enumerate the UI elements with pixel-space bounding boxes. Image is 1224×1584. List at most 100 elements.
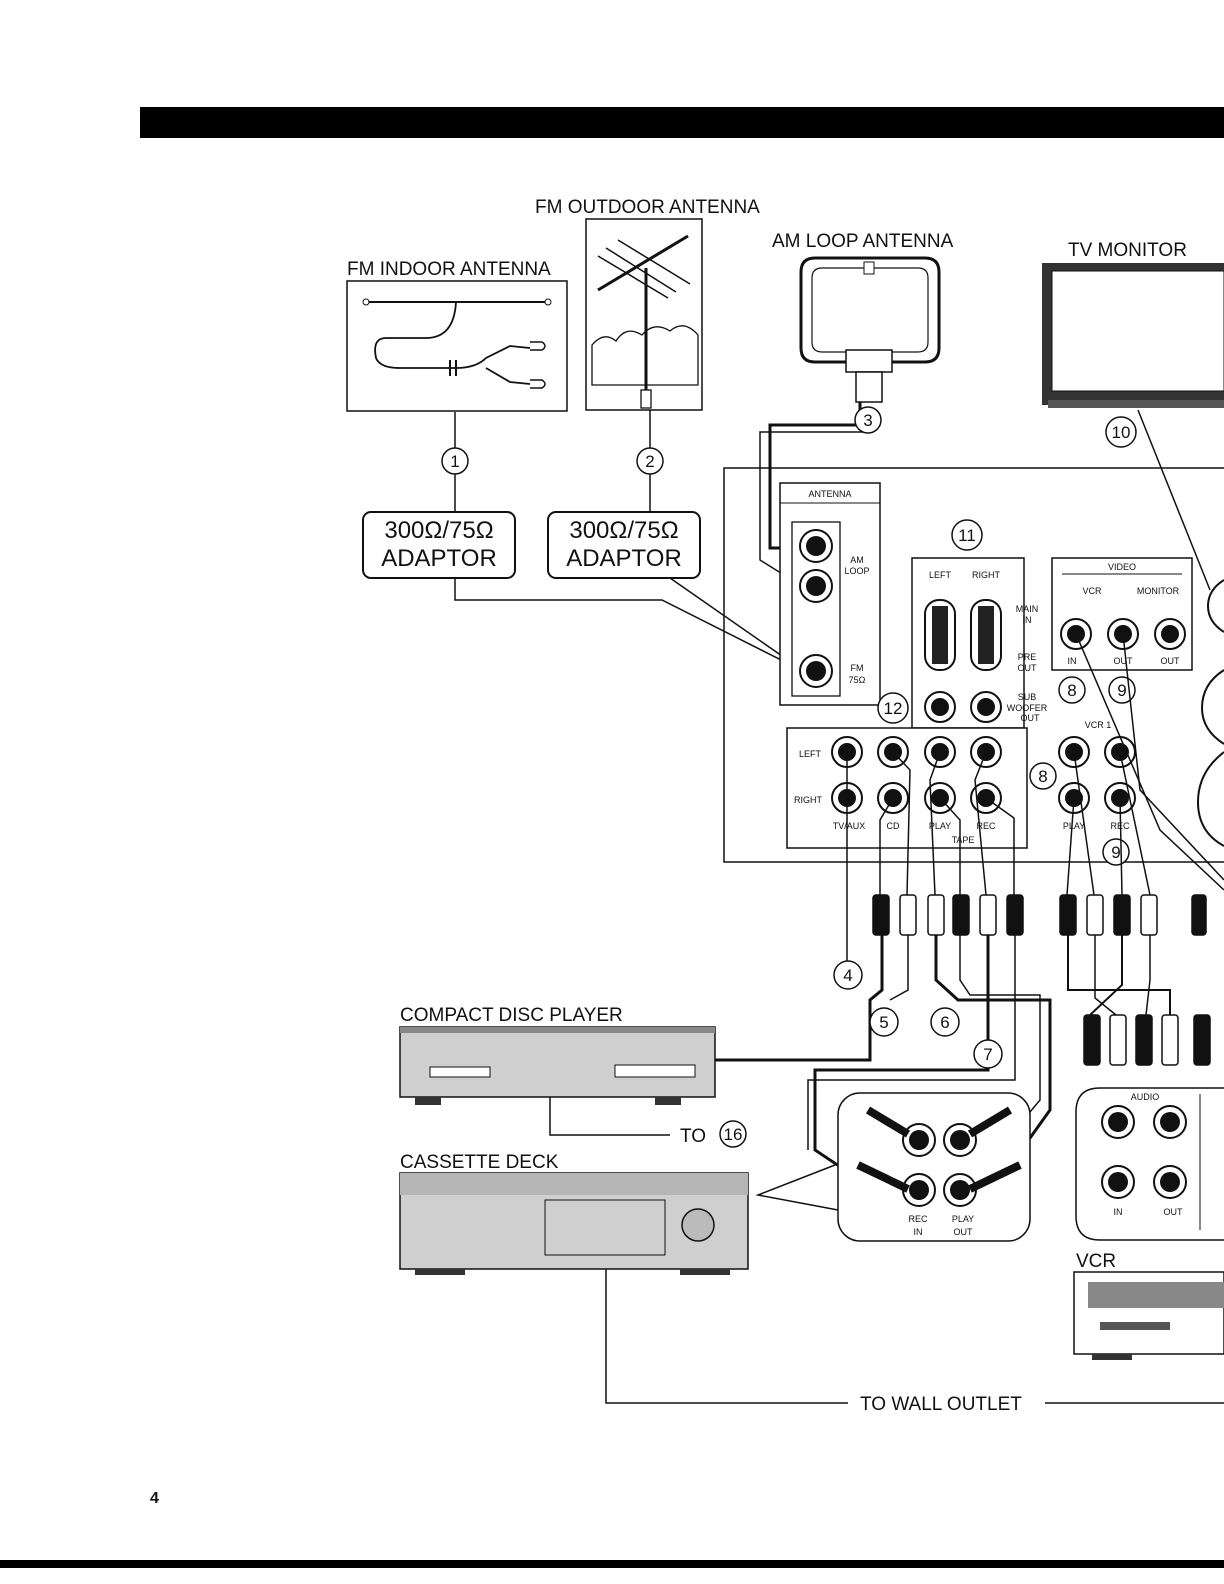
svg-text:9: 9 bbox=[1111, 843, 1120, 862]
callout-1: 1 bbox=[441, 447, 469, 475]
compact-disc-player-illustration bbox=[399, 1026, 716, 1105]
am-loop-label: AM LOOP ANTENNA bbox=[772, 231, 954, 252]
svg-text:MONITOR: MONITOR bbox=[1137, 586, 1180, 596]
svg-text:11: 11 bbox=[958, 526, 976, 545]
svg-text:2: 2 bbox=[645, 452, 654, 471]
svg-text:1: 1 bbox=[450, 452, 459, 471]
svg-text:OUT: OUT bbox=[1161, 656, 1181, 666]
svg-text:3: 3 bbox=[863, 411, 872, 430]
svg-text:IN: IN bbox=[1023, 615, 1032, 625]
svg-text:8: 8 bbox=[1038, 767, 1047, 786]
input-jack-block: LEFT RIGHT TV/AUX CD PLAY REC TAPE bbox=[786, 727, 1028, 849]
callout-9-lower: 9 bbox=[1102, 838, 1130, 866]
svg-text:PLAY: PLAY bbox=[952, 1214, 974, 1224]
svg-text:VIDEO: VIDEO bbox=[1108, 562, 1136, 572]
svg-text:75Ω: 75Ω bbox=[849, 675, 866, 685]
callout-6: 6 bbox=[930, 1007, 960, 1037]
audio-cables bbox=[846, 633, 1224, 962]
page-number: 4 bbox=[150, 1490, 159, 1507]
svg-text:300Ω/75Ω: 300Ω/75Ω bbox=[569, 517, 678, 544]
compact-disc-label: COMPACT DISC PLAYER bbox=[400, 1005, 623, 1026]
callout-12: 12 bbox=[877, 692, 909, 724]
svg-text:TAPE: TAPE bbox=[952, 835, 975, 845]
fm-indoor-antenna-illustration bbox=[346, 280, 568, 412]
vcr-label: VCR bbox=[1076, 1251, 1116, 1272]
svg-text:REC: REC bbox=[976, 821, 996, 831]
svg-text:PRE: PRE bbox=[1018, 652, 1037, 662]
svg-text:TV/AUX: TV/AUX bbox=[833, 821, 866, 831]
adaptor-box-1: 300Ω/75Ω ADAPTOR bbox=[362, 511, 516, 579]
cable-runs bbox=[712, 935, 1171, 1182]
svg-text:RIGHT: RIGHT bbox=[794, 795, 823, 805]
svg-text:5: 5 bbox=[879, 1013, 888, 1032]
cd-power-lead: TO 16 bbox=[549, 1097, 747, 1148]
callout-8-lower: 8 bbox=[1029, 762, 1057, 790]
header-bar bbox=[140, 107, 1224, 138]
svg-text:IN: IN bbox=[1114, 1207, 1123, 1217]
svg-text:OUT: OUT bbox=[954, 1227, 974, 1237]
svg-text:PLAY: PLAY bbox=[929, 821, 951, 831]
svg-text:FM: FM bbox=[851, 663, 864, 673]
svg-text:4: 4 bbox=[843, 966, 852, 985]
svg-text:RIGHT: RIGHT bbox=[972, 570, 1001, 580]
svg-text:AUDIO: AUDIO bbox=[1131, 1092, 1160, 1102]
svg-text:VCR 1: VCR 1 bbox=[1085, 720, 1112, 730]
svg-text:LEFT: LEFT bbox=[929, 570, 952, 580]
svg-text:6: 6 bbox=[940, 1013, 949, 1032]
callout-8-upper: 8 bbox=[1058, 676, 1086, 704]
right-edge-jacks bbox=[1196, 579, 1224, 847]
svg-text:IN: IN bbox=[1068, 656, 1077, 666]
svg-text:OUT: OUT bbox=[1018, 663, 1038, 673]
svg-text:MAIN: MAIN bbox=[1016, 604, 1039, 614]
tv-monitor-illustration bbox=[1042, 263, 1224, 408]
svg-text:TO: TO bbox=[680, 1126, 706, 1147]
svg-text:10: 10 bbox=[1112, 423, 1131, 442]
svg-text:16: 16 bbox=[724, 1125, 743, 1144]
vcr1-jack-block: VCR 1 PLAY REC bbox=[1058, 720, 1136, 831]
svg-text:PLAY: PLAY bbox=[1063, 821, 1085, 831]
rca-plugs bbox=[872, 894, 1211, 1066]
cassette-deck-illustration bbox=[399, 1172, 749, 1275]
svg-text:12: 12 bbox=[884, 699, 903, 718]
svg-text:OUT: OUT bbox=[1114, 656, 1134, 666]
svg-text:REC: REC bbox=[908, 1214, 928, 1224]
receiver-rear-panel bbox=[723, 467, 1224, 863]
cassette-callout-pointer bbox=[755, 1164, 839, 1211]
callout-7: 7 bbox=[973, 1039, 1003, 1069]
pre-out-block: 11 LEFT RIGHT MAIN IN PRE OUT SUB WOOFER… bbox=[911, 519, 1048, 729]
svg-text:OUT: OUT bbox=[1164, 1207, 1184, 1217]
vcr-illustration bbox=[1073, 1271, 1224, 1360]
cassette-label: CASSETTE DECK bbox=[400, 1152, 559, 1173]
am-loop-antenna-illustration bbox=[799, 256, 941, 403]
cassette-jack-detail: REC IN PLAY OUT bbox=[837, 1092, 1031, 1242]
video-jack-block: VIDEO VCR MONITOR IN OUT OUT bbox=[1051, 557, 1193, 671]
svg-text:OUT: OUT bbox=[1021, 713, 1041, 723]
svg-text:ADAPTOR: ADAPTOR bbox=[566, 545, 682, 572]
vcr-audio-detail: AUDIO IN OUT bbox=[1075, 1087, 1224, 1241]
wall-outlet-lead: TO WALL OUTLET bbox=[605, 1269, 1224, 1415]
svg-text:8: 8 bbox=[1067, 681, 1076, 700]
svg-text:VCR: VCR bbox=[1082, 586, 1102, 596]
fm-indoor-label: FM INDOOR ANTENNA bbox=[347, 259, 551, 280]
antenna-terminal-block: ANTENNA AM LOOP FM 75Ω bbox=[779, 482, 881, 706]
callout-3: 3 bbox=[854, 406, 882, 434]
svg-text:LOOP: LOOP bbox=[844, 566, 869, 576]
svg-text:IN: IN bbox=[914, 1227, 923, 1237]
tv-monitor-label: TV MONITOR bbox=[1068, 240, 1187, 261]
svg-text:ANTENNA: ANTENNA bbox=[808, 489, 851, 499]
svg-text:300Ω/75Ω: 300Ω/75Ω bbox=[384, 517, 493, 544]
adaptor-box-2: 300Ω/75Ω ADAPTOR bbox=[547, 511, 701, 579]
callout-4: 4 bbox=[833, 960, 863, 990]
callout-10: 10 bbox=[1105, 416, 1137, 448]
svg-text:CD: CD bbox=[887, 821, 900, 831]
svg-text:7: 7 bbox=[983, 1045, 992, 1064]
svg-text:ADAPTOR: ADAPTOR bbox=[381, 545, 497, 572]
svg-text:LEFT: LEFT bbox=[799, 749, 822, 759]
svg-text:SUB: SUB bbox=[1018, 692, 1037, 702]
fm-outdoor-label: FM OUTDOOR ANTENNA bbox=[535, 197, 760, 218]
callout-5: 5 bbox=[869, 1007, 899, 1037]
svg-text:WOOFER: WOOFER bbox=[1007, 703, 1048, 713]
callout-2: 2 bbox=[636, 447, 664, 475]
svg-text:TO WALL OUTLET: TO WALL OUTLET bbox=[860, 1394, 1022, 1415]
